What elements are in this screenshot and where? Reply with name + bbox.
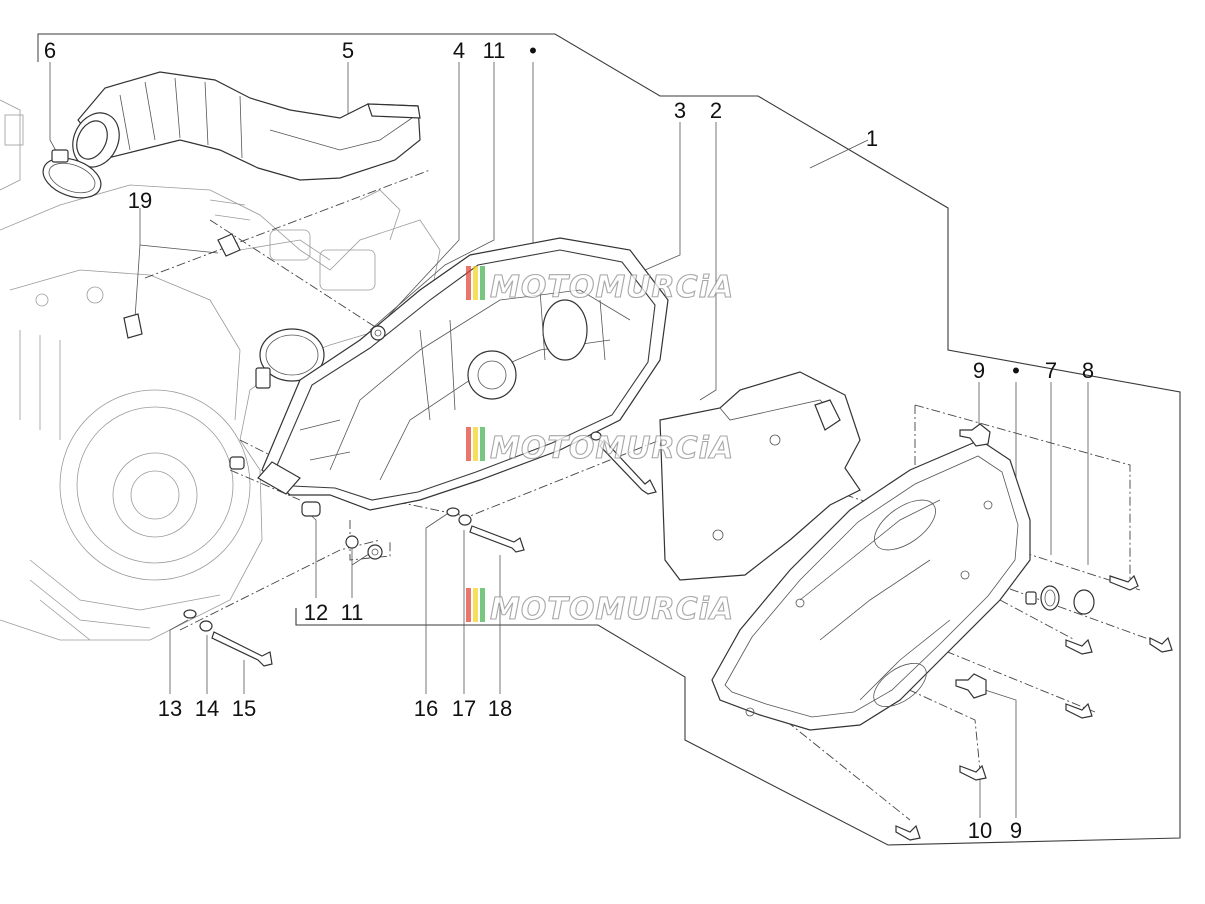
callout-2: 2 (710, 98, 722, 123)
callout-9: 9 (1010, 818, 1022, 843)
intake-duct-part-5 (72, 71, 421, 181)
callout-19: 19 (128, 188, 152, 213)
engine-block (0, 99, 441, 641)
callout-6: 6 (44, 38, 56, 63)
watermark-bottom: MOTOMURCiA (466, 588, 734, 628)
callout-18: 18 (488, 696, 512, 721)
callout-17: 17 (452, 696, 476, 721)
watermark-text: MOTOMURCiA (490, 270, 734, 305)
air-filter-cover-part-1 (711, 439, 1031, 731)
clamp-part-4 (255, 328, 325, 389)
callout-5: 5 (342, 38, 354, 63)
hose-clamp-part-6 (42, 149, 102, 199)
watermark-middle: MOTOMURCiA (466, 427, 734, 467)
callout-labels: 6 5 4 11 • 3 2 1 19 9 • 7 8 12 11 13 14 … (44, 38, 1094, 843)
callout-14: 14 (195, 696, 219, 721)
clip-parts-19 (123, 233, 241, 339)
callout-11: 11 (483, 38, 506, 63)
callout-7: 7 (1045, 358, 1057, 383)
grouping-lines (37, 33, 1181, 846)
callout-dot: • (1012, 358, 1020, 383)
callout-13: 13 (158, 696, 182, 721)
callout-10: 10 (968, 818, 992, 843)
callout-11: 11 (341, 600, 364, 625)
transmission-cover-part-3 (257, 237, 669, 511)
watermark-text: MOTOMURCiA (490, 592, 734, 627)
small-hardware (183, 325, 1173, 841)
callout-1: 1 (866, 126, 878, 151)
callout-9: 9 (973, 358, 985, 383)
callout-3: 3 (674, 98, 686, 123)
callout-8: 8 (1082, 358, 1094, 383)
callout-dot: • (529, 38, 537, 63)
watermark-text: MOTOMURCiA (490, 431, 734, 466)
callout-12: 12 (304, 600, 328, 625)
filter-element-part-2 (659, 371, 861, 581)
callout-4: 4 (453, 38, 465, 63)
callout-15: 15 (232, 696, 256, 721)
watermark-top: MOTOMURCiA (466, 266, 734, 306)
callout-16: 16 (414, 696, 438, 721)
